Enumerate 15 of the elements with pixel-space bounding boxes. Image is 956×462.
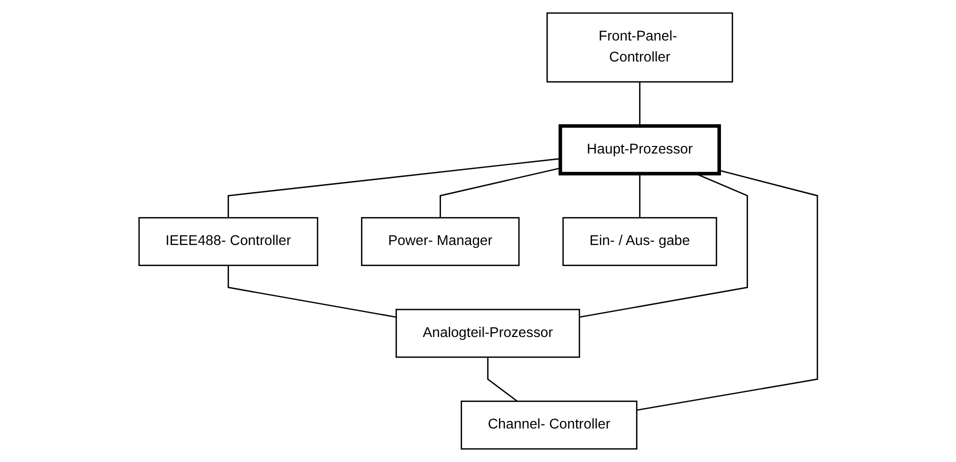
- node-box: IEEE488- Controller: [138, 217, 318, 266]
- node-box: Power- Manager: [360, 217, 520, 266]
- node-box: Channel- Controller: [460, 400, 638, 450]
- connector: [638, 174, 640, 218]
- connector: [638, 82, 640, 126]
- connector: [227, 265, 396, 318]
- connector: [579, 173, 748, 318]
- connector: [439, 167, 560, 218]
- node-box: Haupt-Prozessor: [558, 124, 721, 176]
- node-box: Front-Panel- Controller: [546, 12, 733, 83]
- node-box: Analogteil-Prozessor: [395, 308, 580, 358]
- connector: [227, 158, 560, 218]
- node-box: Ein- / Aus- gabe: [562, 217, 717, 266]
- connector: [486, 357, 518, 402]
- connector: [636, 170, 818, 411]
